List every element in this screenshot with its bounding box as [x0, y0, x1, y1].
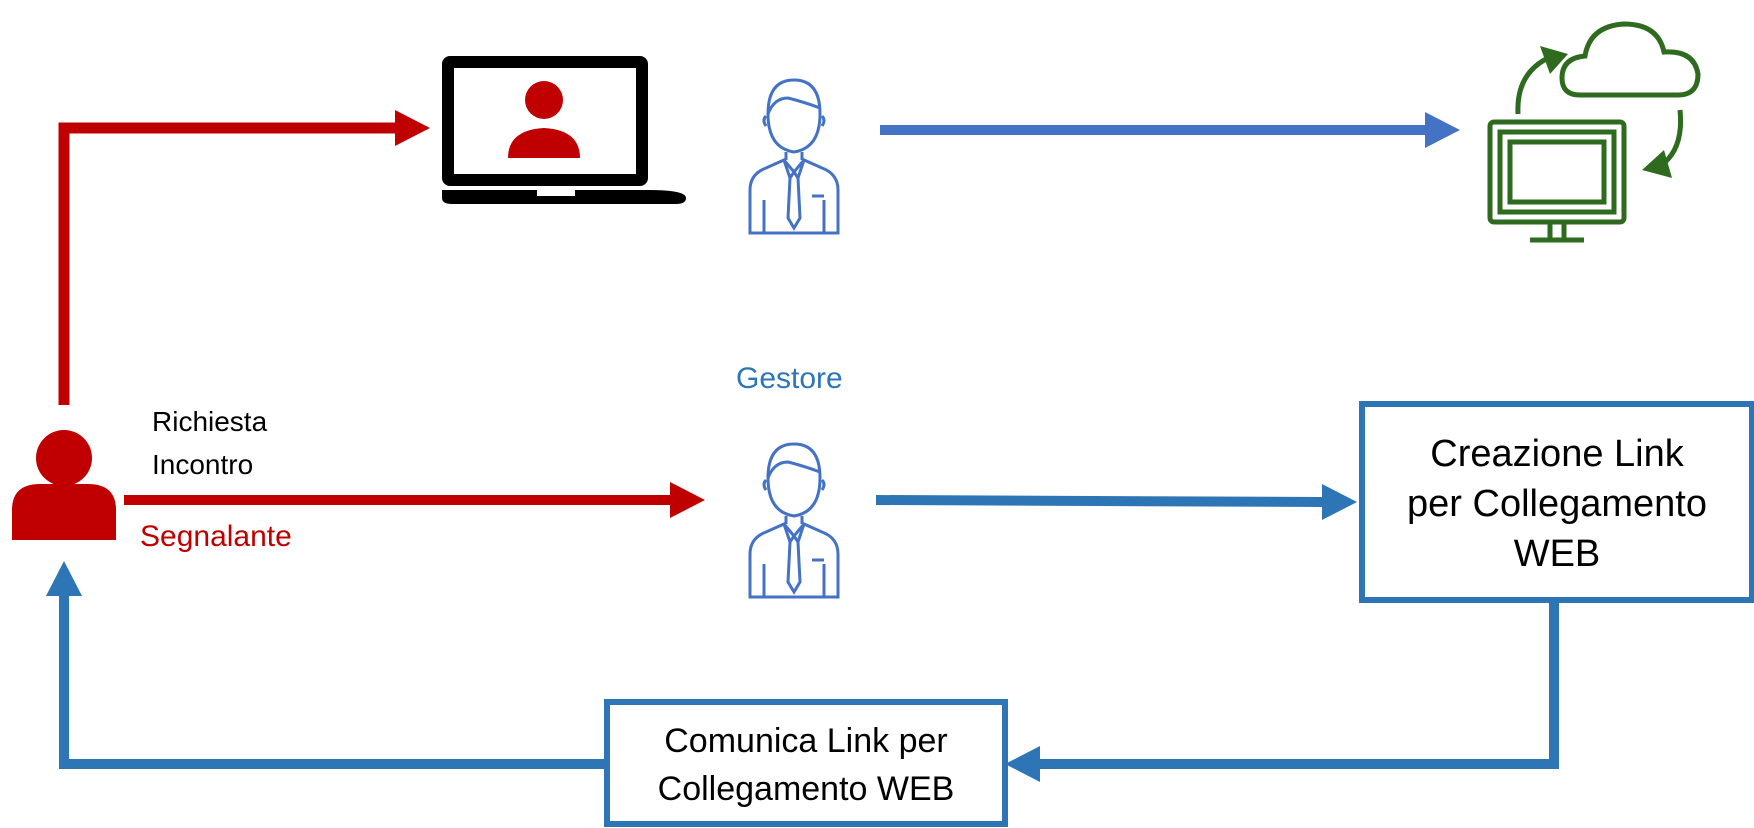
blue-arrow-to-send-link — [1040, 600, 1559, 769]
send-link-line1: Comunica Link per — [664, 722, 947, 760]
businessman-icon — [748, 442, 840, 599]
reporter-label: Segnalante — [140, 520, 292, 553]
blue-arrowhead-send-link — [1005, 746, 1040, 782]
manager-label: Gestore — [736, 362, 843, 395]
red-arrow-to-laptop — [58, 122, 395, 405]
request-label-line1: Richiesta — [152, 406, 268, 437]
blue-arrow-to-reporter — [59, 596, 605, 769]
cloud-sync-monitor-icon — [1487, 21, 1701, 243]
create-link-line3: WEB — [1514, 533, 1601, 575]
blue-arrowhead-cloud — [1425, 112, 1460, 148]
create-link-line1: Creazione Link — [1430, 433, 1684, 475]
create-link-box: Creazione Link per Collegamento WEB — [1359, 401, 1754, 603]
send-link-line2: Collegamento WEB — [658, 770, 955, 808]
blue-arrowhead-create-link — [1322, 484, 1357, 520]
businessman-icon — [748, 78, 840, 235]
create-link-line2: per Collegamento — [1407, 483, 1707, 525]
red-arrowhead-laptop — [395, 110, 430, 146]
request-label-line2: Incontro — [152, 449, 253, 480]
blue-arrow-to-create-link — [875, 495, 1323, 507]
person-icon — [12, 430, 116, 540]
laptop-video-call-icon — [442, 56, 686, 204]
send-link-box: Comunica Link per Collegamento WEB — [604, 699, 1008, 827]
blue-arrowhead-reporter — [46, 561, 82, 596]
red-arrowhead-manager — [670, 482, 705, 518]
